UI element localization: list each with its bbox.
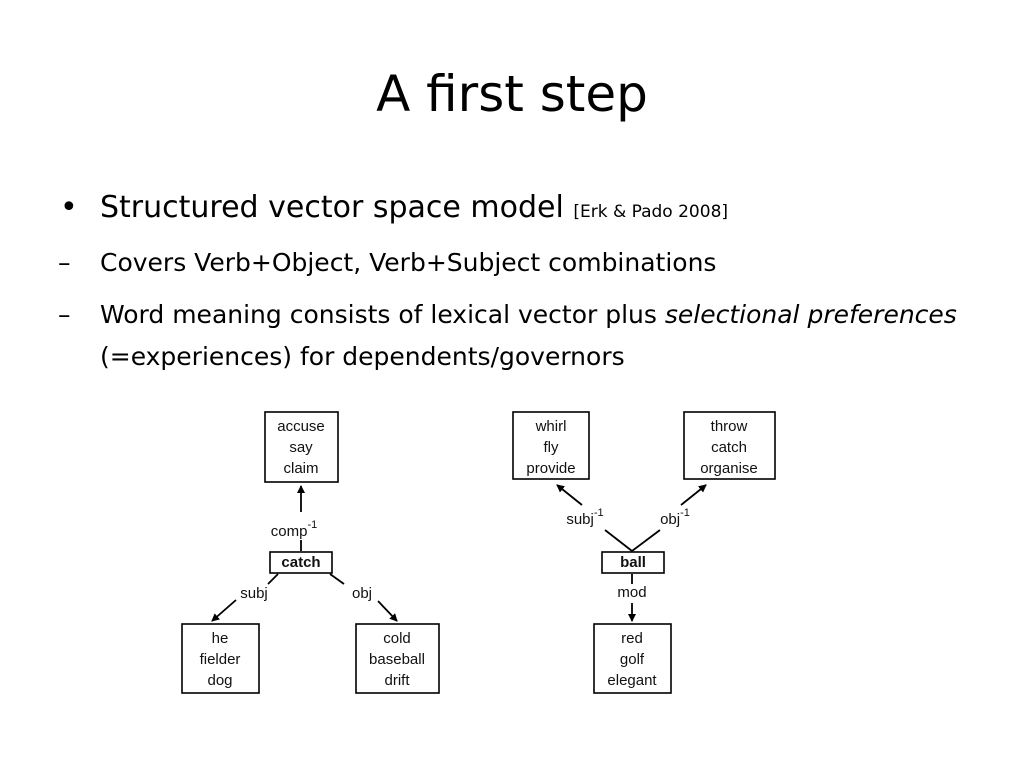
governor-box [512, 411, 590, 480]
bullet-item-model: • Structured vector space model [Erk & P… [58, 188, 978, 232]
box-word: fly [544, 439, 560, 456]
center-word-box [269, 551, 333, 574]
box-word: dog [207, 672, 232, 689]
arrow-left [211, 599, 237, 622]
box-word: red [621, 630, 643, 647]
box-word: cold [383, 630, 411, 647]
sub-bullet-text: Covers Verb+Object, Verb+Subject combina… [100, 248, 717, 277]
ball-graph: whirl fly provide throw catch organise s… [512, 411, 776, 694]
bullet-marker: • [60, 190, 78, 225]
bullet-text: Structured vector space model [100, 190, 564, 225]
edge-label: subj-1 [566, 507, 603, 528]
box-word: provide [526, 460, 575, 477]
edge-stem [329, 573, 345, 585]
box-word: organise [700, 460, 758, 477]
box-word: baseball [369, 651, 425, 668]
box-word: whirl [535, 418, 567, 435]
edge-stem [631, 529, 661, 552]
dependent-box [593, 623, 672, 694]
governor-box [264, 411, 339, 483]
slide-title: A first step [376, 65, 648, 123]
edge-label: obj-1 [660, 507, 690, 528]
edge-stem [267, 573, 279, 585]
box-word: fielder [200, 651, 241, 668]
dash-marker: – [58, 248, 71, 277]
arrow-right [377, 600, 398, 622]
sub-bullet-text: Word meaning consists of lexical vector … [100, 300, 657, 329]
box-word: throw [711, 418, 748, 435]
box-word: accuse [277, 418, 325, 435]
sub-bullet-combinations: – Covers Verb+Object, Verb+Subject combi… [58, 242, 978, 284]
edge-label: obj [352, 585, 372, 602]
edge-label: mod [617, 584, 646, 601]
dependent-box [181, 623, 260, 694]
box-word: drift [384, 672, 410, 689]
emphasis-term: preferences [807, 300, 957, 329]
citation: [Erk & Pado 2008] [573, 202, 729, 222]
box-word: claim [283, 460, 318, 477]
catch-graph: accuse say claim comp-1 catch subj obj h… [181, 411, 440, 694]
box-word: say [289, 439, 313, 456]
arrow-upleft [556, 484, 583, 506]
box-word: catch [711, 439, 747, 456]
edge-stem [604, 529, 633, 552]
center-word-box [601, 551, 665, 574]
dependent-box [355, 623, 440, 694]
sub-bullet-text: (=experiences) for dependents/governors [100, 342, 625, 371]
bullet-list: • Structured vector space model [Erk & P… [58, 188, 978, 388]
sub-bullet-word-meaning: – Word meaning consists of lexical vecto… [58, 294, 978, 378]
box-word: he [212, 630, 229, 647]
dash-marker: – [58, 300, 71, 329]
edge-label: comp-1 [271, 519, 317, 540]
edge-label: subj [240, 585, 268, 602]
box-word: golf [620, 651, 645, 668]
arrow-upright [680, 484, 707, 506]
box-word: elegant [607, 672, 657, 689]
center-word: catch [281, 554, 320, 571]
emphasis-term: selectional [664, 300, 800, 329]
governor-box [683, 411, 776, 480]
center-word: ball [620, 554, 646, 571]
